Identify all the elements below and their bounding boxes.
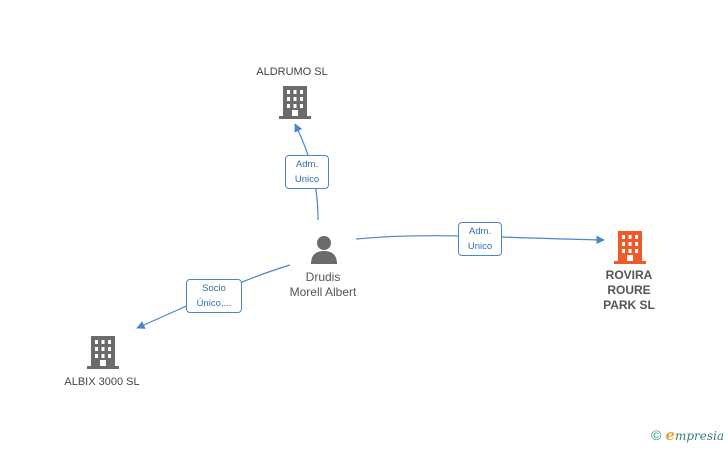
node-label-person[interactable]: Drudis Morell Albert — [270, 270, 376, 300]
building-icon[interactable] — [87, 334, 119, 370]
edge-label-line2: Único,... — [196, 298, 232, 309]
edge-label-line2: Unico — [467, 241, 493, 252]
edge-label-adm-unico-aldrumo[interactable]: Adm. Unico — [285, 155, 329, 189]
node-label-rovira[interactable]: ROVIRA ROURE PARK SL — [586, 268, 672, 313]
brand-name: mpresia — [674, 429, 724, 443]
person-name-line2: Morell Albert — [289, 285, 357, 299]
person-icon[interactable] — [309, 234, 339, 264]
edge-label-line2: Unico — [294, 174, 320, 185]
edge-label-line1: Socio — [202, 283, 226, 294]
rovira-name-line2: ROURE — [607, 283, 651, 297]
node-label-albix[interactable]: ALBIX 3000 SL — [64, 376, 140, 388]
edge-label-line1: Adm. — [295, 159, 319, 170]
brand-initial: e — [665, 426, 675, 444]
rovira-name-line3: PARK SL — [603, 298, 655, 312]
person-name-line1: Drudis — [305, 270, 341, 284]
edge-label-adm-unico-rovira[interactable]: Adm. Unico — [458, 222, 502, 256]
brand-footer: © empresia — [651, 426, 724, 444]
building-icon[interactable] — [614, 229, 646, 265]
brand-logo: empresia — [665, 426, 724, 444]
rovira-name-line1: ROVIRA — [605, 268, 653, 282]
edge-label-line1: Adm. — [468, 226, 492, 237]
copyright-icon: © — [651, 427, 662, 443]
node-label-aldrumo[interactable]: ALDRUMO SL — [256, 66, 328, 78]
building-icon[interactable] — [279, 84, 311, 120]
edge-label-socio-unico-albix[interactable]: Socio Único,... — [186, 279, 242, 313]
